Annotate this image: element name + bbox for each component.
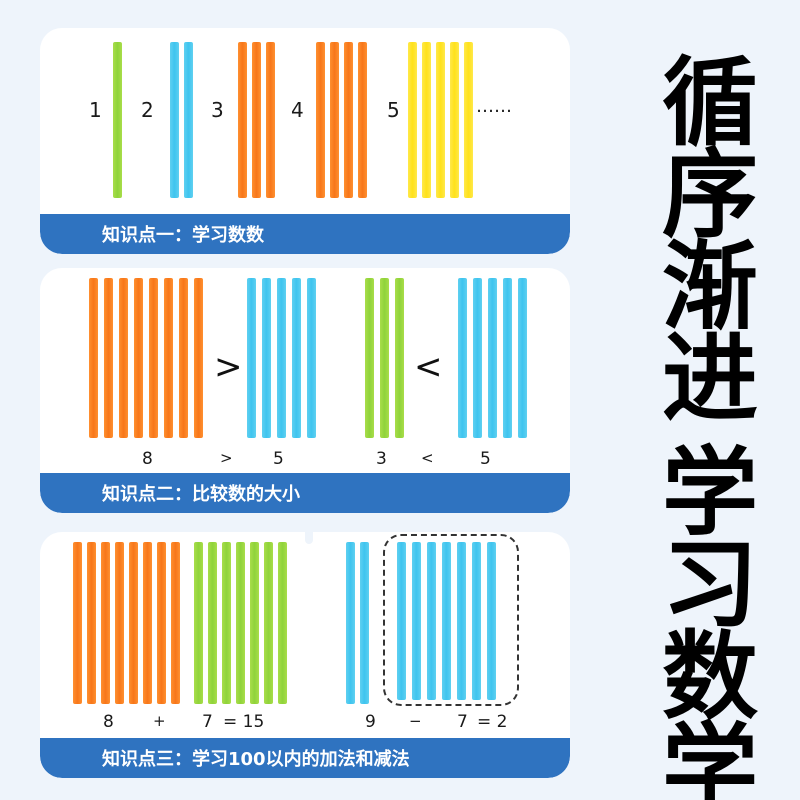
stick bbox=[222, 542, 231, 704]
stick bbox=[458, 278, 467, 438]
panel-compare: > < 8 > 5 3 < 5 知识点二：比较数的大小 bbox=[40, 268, 570, 513]
stick bbox=[194, 542, 203, 704]
stick bbox=[472, 542, 481, 700]
compare-right-op: < bbox=[421, 449, 434, 467]
stick bbox=[397, 542, 406, 700]
stick bbox=[89, 278, 98, 438]
stick bbox=[277, 278, 286, 438]
ellipsis: …… bbox=[476, 96, 512, 117]
title-char: 数 bbox=[662, 621, 758, 733]
title-char: 进 bbox=[662, 323, 758, 435]
stick bbox=[346, 542, 355, 704]
sub-a: 9 bbox=[365, 712, 376, 732]
stick bbox=[473, 278, 482, 438]
stick bbox=[365, 278, 374, 438]
count-label-3: 3 bbox=[211, 98, 224, 122]
stick bbox=[457, 542, 466, 700]
stick bbox=[427, 542, 436, 700]
panel-divider bbox=[305, 532, 313, 544]
stick bbox=[104, 278, 113, 438]
stick bbox=[208, 542, 217, 704]
stick bbox=[464, 42, 473, 198]
stick bbox=[113, 42, 122, 198]
stick bbox=[87, 542, 96, 704]
stick bbox=[264, 542, 273, 704]
less-than-symbol: < bbox=[414, 347, 443, 387]
count-label-4: 4 bbox=[291, 98, 304, 122]
stick bbox=[442, 542, 451, 700]
greater-than-symbol: > bbox=[214, 347, 243, 387]
stick bbox=[266, 42, 275, 198]
add-a: 8 bbox=[103, 712, 114, 732]
sub-result: = 2 bbox=[477, 712, 508, 732]
title-char: 渐 bbox=[662, 231, 758, 343]
stick bbox=[143, 542, 152, 704]
compare-left-op: > bbox=[220, 449, 233, 467]
title-char: 循 bbox=[662, 47, 758, 159]
sub-op: − bbox=[409, 712, 422, 730]
title-char: 学 bbox=[662, 713, 758, 800]
stick bbox=[73, 542, 82, 704]
compare-right-a: 3 bbox=[376, 449, 387, 469]
caption-compare: 知识点二：比较数的大小 bbox=[40, 473, 570, 513]
stick bbox=[252, 42, 261, 198]
stick bbox=[134, 278, 143, 438]
count-label-5: 5 bbox=[387, 98, 400, 122]
stick bbox=[170, 42, 179, 198]
add-b: 7 bbox=[202, 712, 213, 732]
count-label-2: 2 bbox=[141, 98, 154, 122]
stick bbox=[307, 278, 316, 438]
stick bbox=[184, 42, 193, 198]
add-result: = 15 bbox=[223, 712, 265, 732]
stick bbox=[250, 542, 259, 704]
title-char: 序 bbox=[662, 139, 758, 251]
stick bbox=[164, 278, 173, 438]
stick bbox=[330, 42, 339, 198]
stick bbox=[488, 278, 497, 438]
panel-add-sub: 8 + 7 = 15 9 − 7 = 2 知识点三：学习100以内的加法和减法 bbox=[40, 532, 570, 778]
stick bbox=[487, 542, 496, 700]
stick bbox=[395, 278, 404, 438]
stick bbox=[358, 42, 367, 198]
add-op: + bbox=[153, 712, 166, 730]
stick bbox=[179, 278, 188, 438]
stick bbox=[360, 542, 369, 704]
stick bbox=[408, 42, 417, 198]
stick bbox=[119, 278, 128, 438]
stick bbox=[262, 278, 271, 438]
stick bbox=[238, 42, 247, 198]
stick bbox=[422, 42, 431, 198]
title-char: 习 bbox=[662, 529, 758, 641]
stick bbox=[194, 278, 203, 438]
stick bbox=[129, 542, 138, 704]
stick bbox=[292, 278, 301, 438]
stick bbox=[171, 542, 180, 704]
caption-add-sub: 知识点三：学习100以内的加法和减法 bbox=[40, 738, 570, 778]
compare-left-a: 8 bbox=[142, 449, 153, 469]
stick bbox=[115, 542, 124, 704]
stick bbox=[436, 42, 445, 198]
vertical-title: 循 序 渐 进 学 习 数 学 bbox=[640, 55, 780, 800]
stick bbox=[101, 542, 110, 704]
sub-b: 7 bbox=[457, 712, 468, 732]
count-label-1: 1 bbox=[89, 98, 102, 122]
stick bbox=[344, 42, 353, 198]
subtracted-box bbox=[383, 534, 519, 706]
compare-right-b: 5 bbox=[480, 449, 491, 469]
stick bbox=[247, 278, 256, 438]
stick bbox=[503, 278, 512, 438]
stick bbox=[149, 278, 158, 438]
title-char: 学 bbox=[662, 437, 758, 549]
stick bbox=[380, 278, 389, 438]
stick bbox=[316, 42, 325, 198]
stick bbox=[236, 542, 245, 704]
stick bbox=[278, 542, 287, 704]
stick bbox=[450, 42, 459, 198]
stick bbox=[157, 542, 166, 704]
caption-counting: 知识点一：学习数数 bbox=[40, 214, 570, 254]
stick bbox=[518, 278, 527, 438]
panel-counting: 1 2 3 4 5 …… 知识点一：学习数数 bbox=[40, 28, 570, 254]
stick bbox=[412, 542, 421, 700]
compare-left-b: 5 bbox=[273, 449, 284, 469]
